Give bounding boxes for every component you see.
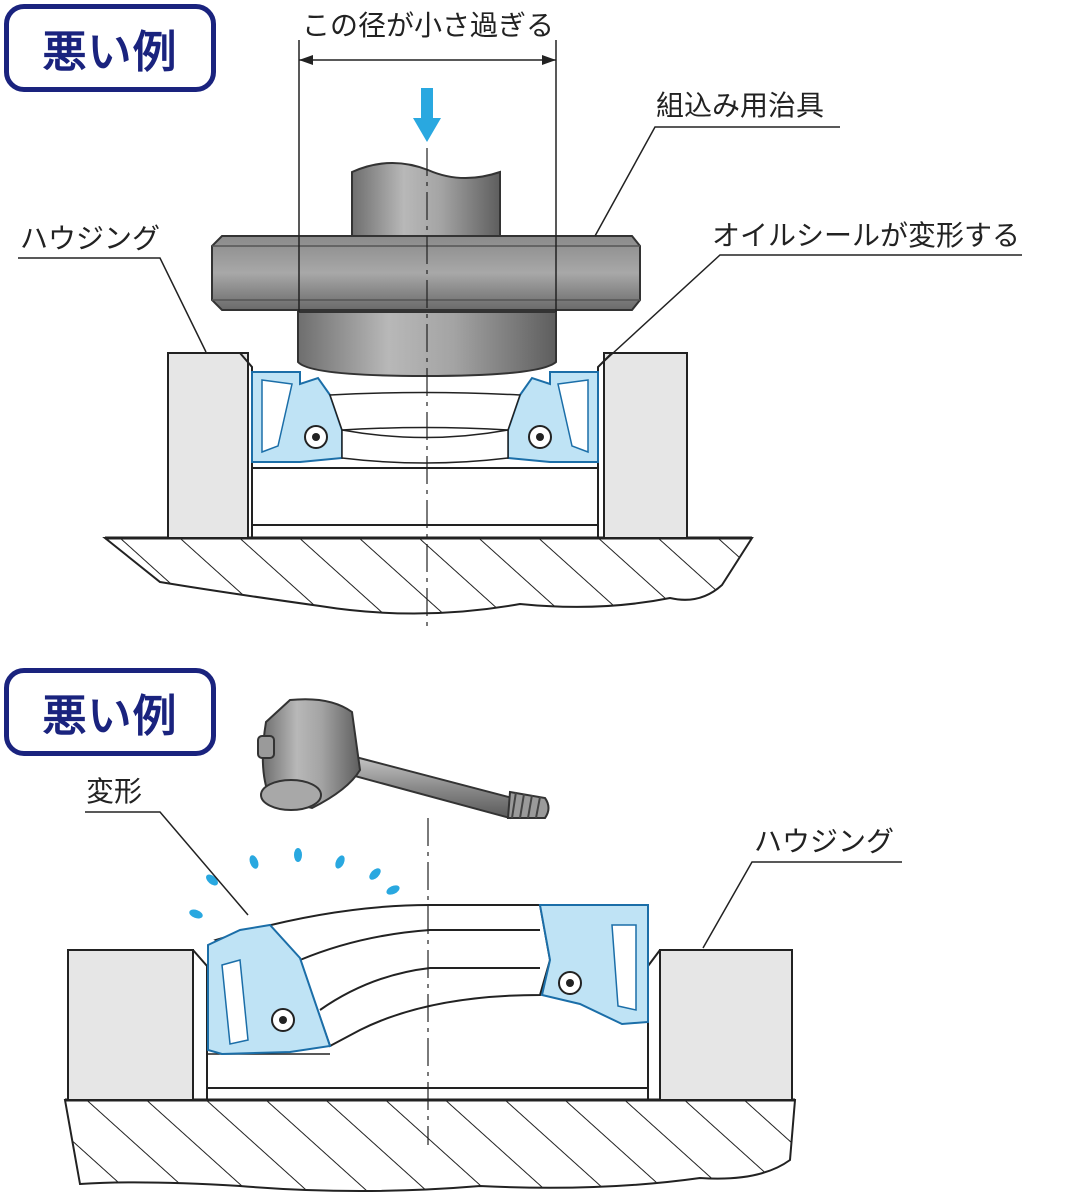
top-dimension	[298, 40, 557, 312]
bottom-diagram	[63, 698, 902, 1192]
top-jig[interactable]	[211, 161, 641, 378]
top-leaders	[18, 126, 1022, 366]
housing-label-bottom: ハウジング	[754, 825, 895, 858]
deform-label: 変形	[86, 775, 143, 808]
down-arrow-icon	[413, 88, 441, 142]
jig-label: 組込み用治具	[656, 89, 825, 122]
top-diagram	[18, 40, 1022, 630]
bottom-oil-seal	[207, 904, 649, 1056]
top-housing	[167, 352, 688, 539]
bottom-housing	[67, 949, 793, 1101]
top-ground-hatch	[102, 536, 754, 615]
impact-mark-icon	[189, 848, 400, 919]
seal-deform-label: オイルシールが変形する	[712, 219, 1021, 252]
bottom-leaders	[85, 811, 902, 949]
hammer-icon[interactable]	[257, 698, 550, 820]
dimension-label: この径が小さ過ぎる	[302, 9, 555, 42]
bad-example-badge-bottom: 悪い例	[4, 668, 216, 756]
bad-example-badge-top: 悪い例	[4, 4, 216, 92]
housing-label-top: ハウジング	[20, 222, 161, 255]
top-oil-seal	[251, 371, 599, 464]
bottom-ground-hatch	[63, 1098, 797, 1192]
